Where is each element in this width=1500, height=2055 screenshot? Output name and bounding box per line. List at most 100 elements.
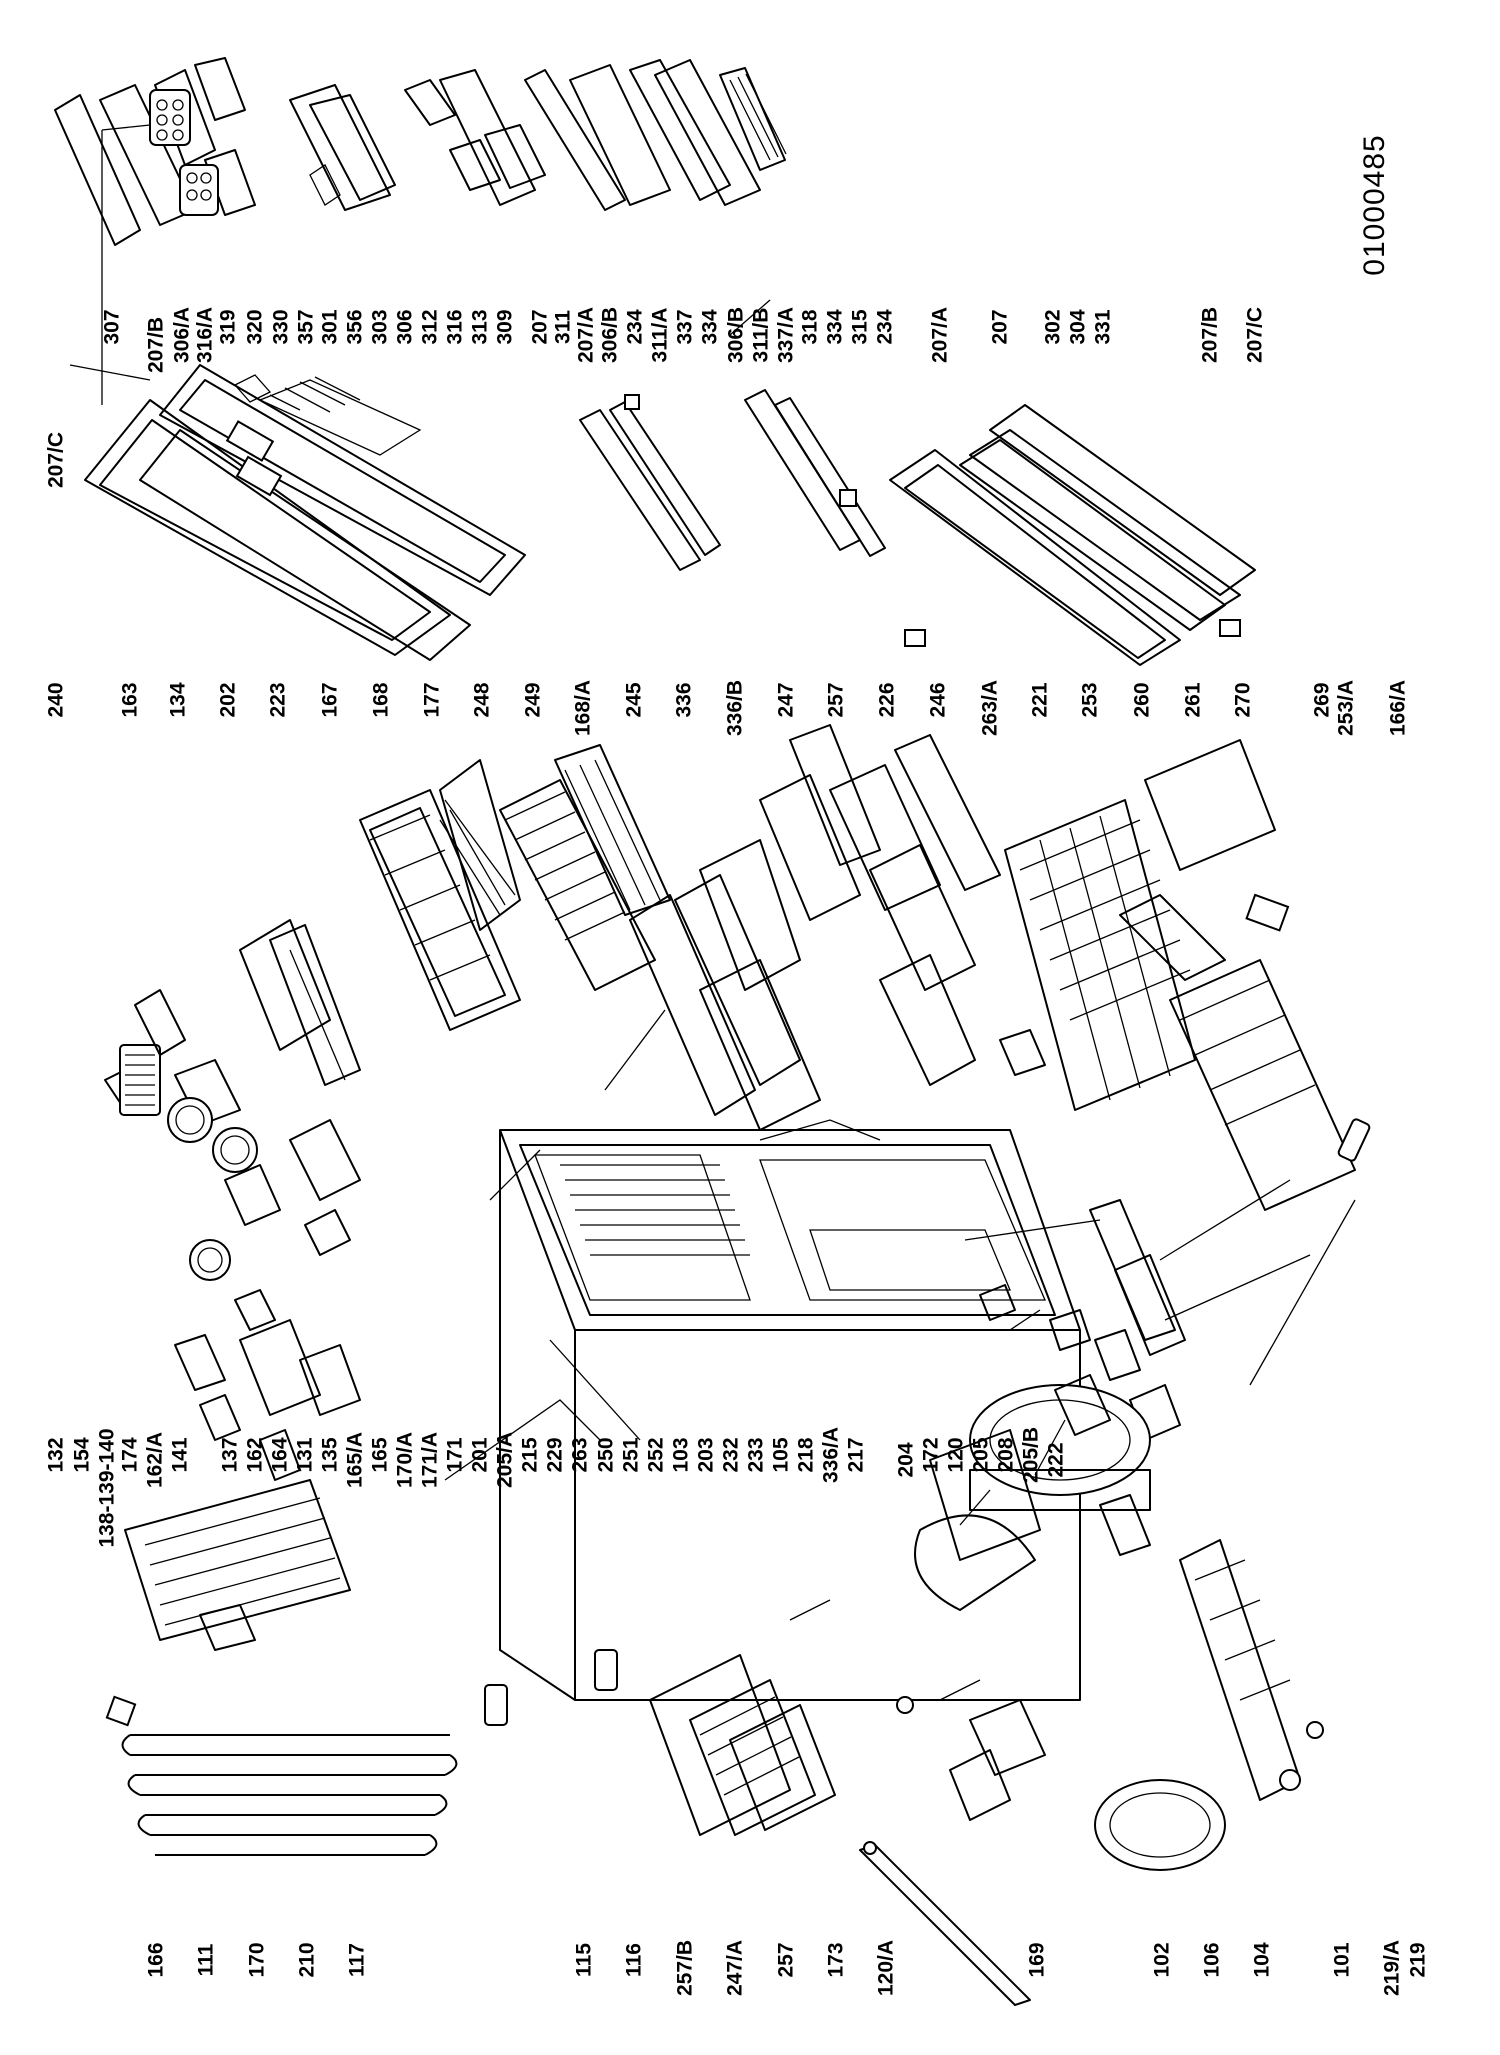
callout-label: 134 xyxy=(166,682,190,718)
callout-label: 260 xyxy=(1130,682,1154,718)
callout-label: 210 xyxy=(295,1942,319,1978)
callout-label: 306 xyxy=(393,309,417,345)
callout-label: 247/A xyxy=(723,1939,747,1997)
callout-label: 319 xyxy=(216,309,240,345)
callout-label: 318 xyxy=(798,309,822,345)
callout-label: 250 xyxy=(594,1437,618,1473)
callout-label: 103 xyxy=(669,1437,693,1473)
callout-label: 337/A xyxy=(774,306,798,364)
door-shelves-top-middle xyxy=(289,69,546,211)
callout-label: 246 xyxy=(926,682,950,718)
callout-label: 170/A xyxy=(393,1431,417,1489)
callout-label: 205/B xyxy=(1019,1426,1043,1484)
callout-label: 116 xyxy=(622,1943,646,1977)
callout-label: 263/A xyxy=(978,679,1002,737)
callout-label: 173 xyxy=(824,1942,848,1978)
callout-label: 207/C xyxy=(44,431,68,489)
callout-label: 171/A xyxy=(418,1431,442,1489)
callout-label: 251 xyxy=(619,1437,643,1473)
callout-label: 263 xyxy=(568,1437,592,1473)
freezer-drawers xyxy=(629,774,861,1131)
callout-label: 154 xyxy=(70,1437,94,1473)
callout-label: 168/A xyxy=(571,679,595,737)
callout-label: 170 xyxy=(245,1942,269,1978)
callout-label: 120/A xyxy=(874,1939,898,1997)
callout-label: 334 xyxy=(698,309,722,345)
callout-label: 135 xyxy=(318,1437,342,1473)
callout-label: 218 xyxy=(794,1437,818,1473)
callout-label: 207/C xyxy=(1243,306,1267,364)
evaporator-and-shelves xyxy=(269,744,671,1086)
callout-label: 336/A xyxy=(819,1426,843,1484)
callout-label: 115 xyxy=(572,1943,596,1977)
callout-label: 257/B xyxy=(673,1939,697,1997)
callout-label: 203 xyxy=(694,1437,718,1473)
door-shelves-top-left xyxy=(54,57,256,246)
callout-label: 219/A xyxy=(1380,1939,1404,1997)
callout-label: 315 xyxy=(848,309,872,345)
callout-label: 166 xyxy=(144,1942,168,1978)
callout-label: 202 xyxy=(216,682,240,718)
callout-label: 221 xyxy=(1028,682,1052,718)
callout-label: 229 xyxy=(543,1437,567,1473)
callout-label: 174 xyxy=(118,1437,142,1473)
condenser-and-compressor xyxy=(105,1284,1324,2006)
callout-label: 270 xyxy=(1231,682,1255,718)
control-panel-components xyxy=(104,919,361,1481)
callout-label: 257 xyxy=(824,682,848,718)
crisper-drawers-and-baskets xyxy=(789,724,1371,1211)
callout-label: 245 xyxy=(622,682,646,718)
upper-door-assembly xyxy=(84,364,526,661)
callout-label: 336 xyxy=(672,682,696,718)
callout-label: 320 xyxy=(243,309,267,345)
callout-label: 106 xyxy=(1200,1942,1224,1978)
callout-label: 316 xyxy=(443,309,467,345)
callout-label: 247 xyxy=(774,682,798,718)
callout-label: 101 xyxy=(1330,1942,1354,1978)
callout-label: 207/B xyxy=(1198,306,1222,364)
callout-label: 165 xyxy=(368,1437,392,1473)
callout-label: 207/A xyxy=(574,306,598,364)
callout-label: 336/B xyxy=(723,679,747,737)
callout-label: 120 xyxy=(944,1437,968,1473)
callout-label: 313 xyxy=(468,309,492,345)
callout-label: 169 xyxy=(1025,1942,1049,1978)
callout-label: 232 xyxy=(719,1437,743,1473)
cabinet-body xyxy=(499,1129,1081,1701)
callout-label: 311/B xyxy=(749,307,773,363)
callout-label: 306/B xyxy=(724,306,748,364)
callout-label: 205/A xyxy=(493,1431,517,1489)
callout-label: 105 xyxy=(769,1437,793,1473)
lower-door-assembly xyxy=(889,404,1256,666)
callout-label: 248 xyxy=(470,682,494,718)
callout-label: 316/A xyxy=(193,306,217,364)
leader-lines xyxy=(69,124,1356,1701)
callout-label: 311 xyxy=(551,310,575,344)
callout-label: 132 xyxy=(44,1437,68,1473)
callout-label: 102 xyxy=(1150,1942,1174,1978)
callout-label: 312 xyxy=(418,309,442,345)
callout-label: 131 xyxy=(293,1437,317,1473)
callout-label: 252 xyxy=(644,1437,668,1473)
callout-label: 166/A xyxy=(1386,679,1410,737)
callout-label: 269 xyxy=(1310,682,1334,718)
callout-label: 357 xyxy=(294,309,318,345)
callout-label: 223 xyxy=(266,682,290,718)
callout-label: 306/B xyxy=(598,306,622,364)
callout-label: 111 xyxy=(194,1943,218,1977)
callout-label: 163 xyxy=(118,682,142,718)
callout-label: 205 xyxy=(969,1437,993,1473)
callout-label: 303 xyxy=(368,309,392,345)
callout-label: 330 xyxy=(269,309,293,345)
callout-label: 215 xyxy=(518,1437,542,1473)
callout-label: 104 xyxy=(1250,1942,1274,1978)
callout-label: 311/A xyxy=(648,307,672,363)
document-number: 01000485 xyxy=(1358,134,1391,276)
callout-label: 257 xyxy=(774,1942,798,1978)
callout-label: 234 xyxy=(873,309,897,345)
callout-label: 164 xyxy=(268,1437,292,1473)
callout-label: 234 xyxy=(623,309,647,345)
callout-label: 249 xyxy=(521,682,545,718)
callout-label: 217 xyxy=(844,1437,868,1473)
